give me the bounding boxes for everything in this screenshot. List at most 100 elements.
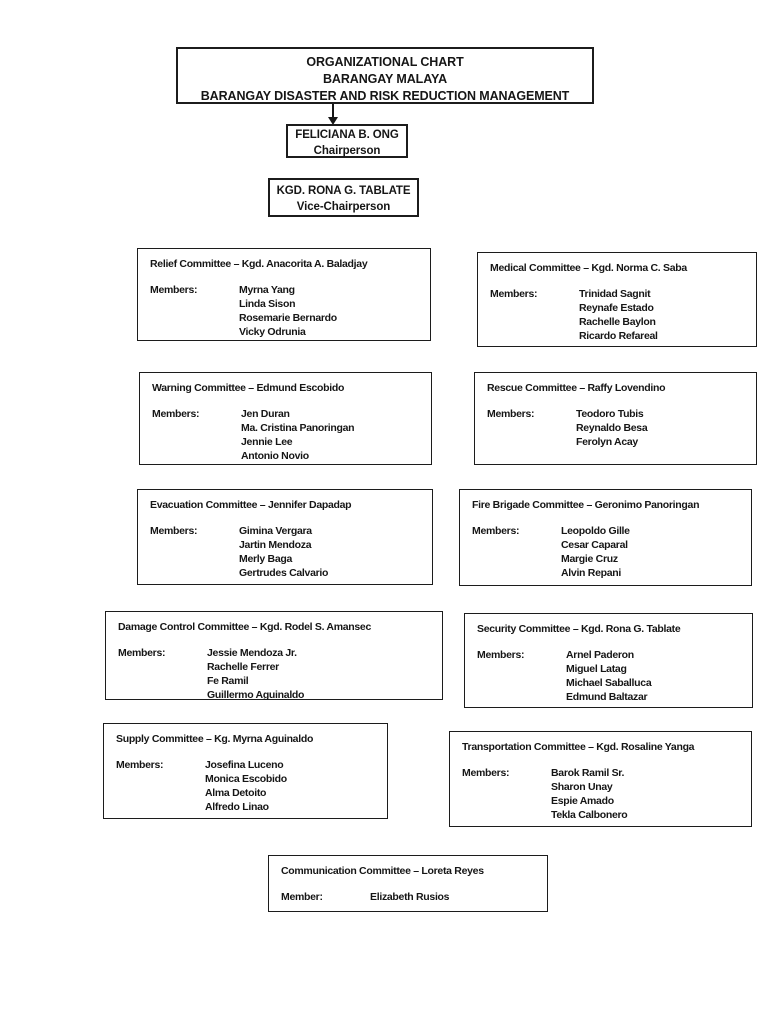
members-list: Myrna Yang Linda Sison Rosemarie Bernard… (239, 283, 418, 339)
committee-title: Security Committee – Kgd. Rona G. Tablat… (477, 623, 681, 635)
committee-box-fire-brigade: Fire Brigade Committee – Geronimo Panori… (459, 489, 752, 586)
committee-box-communication: Communication Committee – Loreta Reyes M… (268, 855, 548, 912)
members-list: Jessie Mendoza Jr. Rachelle Ferrer Fe Ra… (207, 646, 430, 702)
member-name: Ferolyn Acay (576, 436, 638, 448)
member-name: Leopoldo Gille (561, 525, 630, 537)
committee-members-row: Members: Gimina Vergara Jartin Mendoza M… (150, 524, 420, 580)
members-list: Jen Duran Ma. Cristina Panoringan Jennie… (241, 407, 419, 463)
connector-line (332, 104, 334, 118)
committee-members-row: Members: Arnel Paderon Miguel Latag Mich… (477, 648, 740, 704)
member-name: Ricardo Refareal (579, 330, 658, 342)
committee-title: Transportation Committee – Kgd. Rosaline… (462, 741, 695, 753)
member-name: Guillermo Aguinaldo (207, 689, 305, 701)
committee-box-damage-control: Damage Control Committee – Kgd. Rodel S.… (105, 611, 443, 702)
committee-box-transportation: Transportation Committee – Kgd. Rosaline… (449, 731, 752, 827)
committee-box-evacuation: Evacuation Committee – Jennifer Dapadap … (137, 489, 433, 585)
member-name: Cesar Caparal (561, 539, 628, 551)
committee-title: Fire Brigade Committee – Geronimo Panori… (472, 499, 700, 511)
member-name: Vicky Odrunia (239, 326, 306, 338)
members-list: Barok Ramil Sr. Sharon Unay Espie Amado … (551, 766, 739, 822)
member-name: Arnel Paderon (566, 649, 634, 661)
member-name: Jartin Mendoza (239, 539, 312, 551)
member-name: Reynaldo Besa (576, 422, 648, 434)
committee-box-rescue: Rescue Committee – Raffy Lovendino Membe… (474, 372, 757, 465)
member-name: Rachelle Ferrer (207, 661, 279, 673)
member-name: Jennie Lee (241, 436, 293, 448)
vice-chairperson-box: KGD. RONA G. TABLATE Vice-Chairperson (268, 178, 419, 217)
members-list: Teodoro Tubis Reynaldo Besa Ferolyn Acay (576, 407, 744, 449)
committee-members-row: Members: Teodoro Tubis Reynaldo Besa Fer… (487, 407, 744, 449)
member-name: Alfredo Linao (205, 801, 269, 813)
committee-title: Relief Committee – Kgd. Anacorita A. Bal… (150, 258, 368, 270)
member-name: Teodoro Tubis (576, 408, 644, 420)
member-name: Trinidad Sagnit (579, 288, 651, 300)
title-line-1: ORGANIZATIONAL CHART (306, 55, 464, 69)
members-label: Members: (152, 408, 200, 420)
members-list: Gimina Vergara Jartin Mendoza Merly Baga… (239, 524, 420, 580)
member-name: Jen Duran (241, 408, 290, 420)
committee-box-security: Security Committee – Kgd. Rona G. Tablat… (464, 613, 753, 708)
committee-members-row: Members: Leopoldo Gille Cesar Caparal Ma… (472, 524, 739, 580)
members-label: Members: (490, 288, 538, 300)
committee-box-relief: Relief Committee – Kgd. Anacorita A. Bal… (137, 248, 431, 341)
members-label: Members: (462, 767, 510, 779)
members-label: Members: (118, 647, 166, 659)
member-name: Antonio Novio (241, 450, 309, 462)
members-label: Member: (281, 891, 323, 903)
member-name: Barok Ramil Sr. (551, 767, 625, 779)
title-line-2: BARANGAY MALAYA (323, 72, 447, 86)
member-name: Miguel Latag (566, 663, 627, 675)
committee-members-row: Members: Trinidad Sagnit Reynafe Estado … (490, 287, 744, 343)
members-label: Members: (116, 759, 164, 771)
member-name: Linda Sison (239, 298, 296, 310)
members-list: Elizabeth Rusios (370, 890, 535, 904)
committee-title: Medical Committee – Kgd. Norma C. Saba (490, 262, 687, 274)
title-line-3: BARANGAY DISASTER AND RISK REDUCTION MAN… (200, 89, 570, 103)
members-label: Members: (150, 284, 198, 296)
members-list: Arnel Paderon Miguel Latag Michael Sabal… (566, 648, 740, 704)
member-name: Elizabeth Rusios (370, 891, 450, 903)
member-name: Gertrudes Calvario (239, 567, 329, 579)
member-name: Michael Saballuca (566, 677, 652, 689)
chairperson-role: Chairperson (313, 144, 381, 157)
committee-title: Communication Committee – Loreta Reyes (281, 865, 484, 877)
members-label: Members: (472, 525, 520, 537)
committee-members-row: Members: Jessie Mendoza Jr. Rachelle Fer… (118, 646, 430, 702)
member-name: Ma. Cristina Panoringan (241, 422, 355, 434)
member-name: Sharon Unay (551, 781, 613, 793)
committee-members-row: Members: Josefina Luceno Monica Escobido… (116, 758, 375, 814)
member-name: Espie Amado (551, 795, 614, 807)
member-name: Gimina Vergara (239, 525, 312, 537)
members-list: Josefina Luceno Monica Escobido Alma Det… (205, 758, 375, 814)
members-label: Members: (487, 408, 535, 420)
vice-chairperson-name: KGD. RONA G. TABLATE (276, 185, 411, 197)
member-name: Margie Cruz (561, 553, 618, 565)
arrow-down-icon (328, 117, 338, 125)
committee-members-row: Members: Barok Ramil Sr. Sharon Unay Esp… (462, 766, 739, 822)
committee-members-row: Members: Jen Duran Ma. Cristina Panoring… (152, 407, 419, 463)
member-name: Myrna Yang (239, 284, 295, 296)
committee-title: Rescue Committee – Raffy Lovendino (487, 382, 666, 394)
members-list: Trinidad Sagnit Reynafe Estado Rachelle … (579, 287, 744, 343)
member-name: Alvin Repani (561, 567, 621, 579)
member-name: Reynafe Estado (579, 302, 654, 314)
chairperson-box: FELICIANA B. ONG Chairperson (286, 124, 408, 158)
members-label: Members: (477, 649, 525, 661)
org-chart-title-box: ORGANIZATIONAL CHART BARANGAY MALAYA BAR… (176, 47, 594, 104)
member-name: Rosemarie Bernardo (239, 312, 337, 324)
member-name: Merly Baga (239, 553, 293, 565)
member-name: Monica Escobido (205, 773, 287, 785)
committee-members-row: Members: Myrna Yang Linda Sison Rosemari… (150, 283, 418, 339)
members-list: Leopoldo Gille Cesar Caparal Margie Cruz… (561, 524, 739, 580)
member-name: Alma Detoito (205, 787, 267, 799)
members-label: Members: (150, 525, 198, 537)
committee-members-row: Member: Elizabeth Rusios (281, 890, 535, 904)
member-name: Rachelle Baylon (579, 316, 656, 328)
committee-title: Evacuation Committee – Jennifer Dapadap (150, 499, 352, 511)
committee-title: Damage Control Committee – Kgd. Rodel S.… (118, 621, 372, 633)
committee-box-medical: Medical Committee – Kgd. Norma C. Saba M… (477, 252, 757, 347)
member-name: Tekla Calbonero (551, 809, 628, 821)
committee-title: Supply Committee – Kg. Myrna Aguinaldo (116, 733, 314, 745)
committee-title: Warning Committee – Edmund Escobido (152, 382, 345, 394)
